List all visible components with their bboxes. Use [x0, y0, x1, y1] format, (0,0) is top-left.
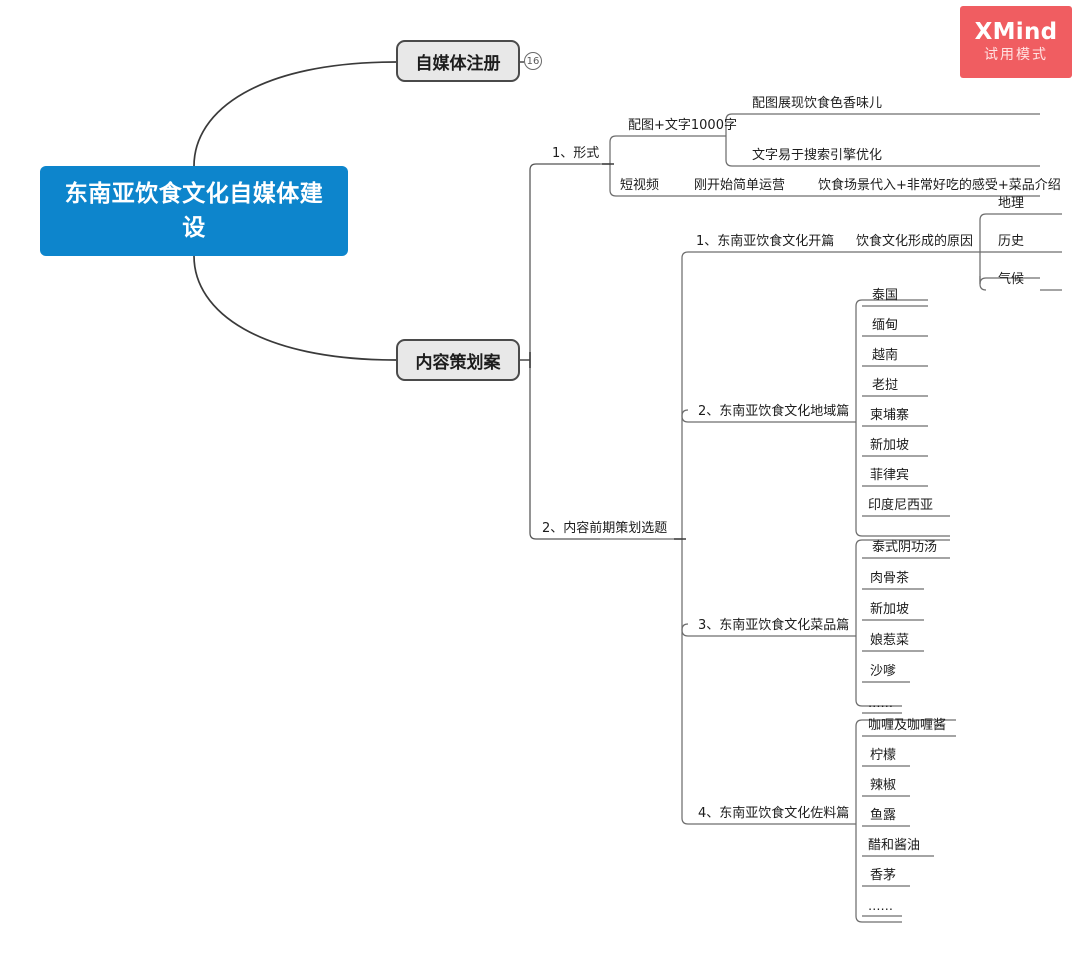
branch-content-plan[interactable]: 内容策划案	[396, 339, 520, 381]
branch-media-registration-label: 自媒体注册	[415, 53, 501, 74]
node-section-dishes[interactable]: 3、东南亚饮食文化菜品篇	[698, 618, 850, 633]
node-condiment-lemongrass[interactable]: 香茅	[870, 868, 897, 883]
node-form[interactable]: 1、形式	[552, 146, 600, 161]
xmind-watermark-subtitle: 试用模式	[984, 47, 1048, 63]
node-country-philippines[interactable]: 菲律宾	[870, 468, 910, 483]
node-reasons-of-food-culture[interactable]: 饮食文化形成的原因	[856, 234, 974, 249]
node-dish-nyonya[interactable]: 娘惹菜	[870, 633, 910, 648]
node-form-child-short-video[interactable]: 短视频	[620, 178, 660, 193]
node-country-laos[interactable]: 老挝	[872, 378, 899, 393]
node-dish-more[interactable]: ……	[868, 695, 893, 710]
xmind-watermark-title: XMind	[974, 19, 1058, 45]
node-dish-bak-kut-teh[interactable]: 肉骨茶	[870, 571, 910, 586]
node-dish-satay[interactable]: 沙嗲	[870, 664, 897, 679]
node-condiment-more[interactable]: ……	[868, 898, 893, 913]
xmind-watermark: XMind 试用模式	[960, 6, 1072, 78]
node-section-condiments[interactable]: 4、东南亚饮食文化佐料篇	[698, 806, 850, 821]
node-country-indonesia[interactable]: 印度尼西亚	[868, 498, 934, 513]
node-image-shows-flavor[interactable]: 配图展现饮食色香味儿	[752, 96, 883, 111]
root-node-label: 东南亚饮食文化自媒体建设	[64, 181, 324, 241]
branch-media-registration[interactable]: 自媒体注册	[396, 40, 520, 82]
node-country-vietnam[interactable]: 越南	[872, 348, 899, 363]
node-condiment-vinegar-soy[interactable]: 醋和酱油	[868, 838, 921, 853]
node-reason-geography[interactable]: 地理	[998, 196, 1025, 211]
node-country-cambodia[interactable]: 柬埔寨	[870, 408, 910, 423]
node-reason-climate[interactable]: 气候	[998, 272, 1025, 287]
node-simple-operation-at-first[interactable]: 刚开始简单运营	[694, 178, 786, 193]
node-condiment-lemon[interactable]: 柠檬	[870, 748, 897, 763]
node-country-thailand[interactable]: 泰国	[872, 288, 899, 303]
node-content-planning-topics[interactable]: 2、内容前期策划选题	[542, 521, 668, 536]
node-section-opening[interactable]: 1、东南亚饮食文化开篇	[696, 234, 835, 249]
node-condiment-chili[interactable]: 辣椒	[870, 778, 897, 793]
branch-content-plan-label: 内容策划案	[415, 352, 501, 373]
node-condiment-curry[interactable]: 咖喱及咖喱酱	[868, 718, 947, 733]
node-condiment-fish-sauce[interactable]: 鱼露	[870, 808, 897, 823]
node-scene-taste-dish-intro[interactable]: 饮食场景代入+非常好吃的感受+菜品介绍	[818, 178, 1061, 193]
node-section-regions[interactable]: 2、东南亚饮食文化地域篇	[698, 404, 850, 419]
node-text-seo-friendly[interactable]: 文字易于搜索引擎优化	[752, 148, 883, 163]
node-country-myanmar[interactable]: 缅甸	[872, 318, 899, 333]
marker-badge-16: 16	[524, 52, 542, 70]
root-node[interactable]: 东南亚饮食文化自媒体建设	[40, 166, 348, 256]
node-form-child-image-text[interactable]: 配图+文字1000字	[628, 118, 737, 133]
node-dish-singapore[interactable]: 新加坡	[870, 602, 910, 617]
node-country-singapore[interactable]: 新加坡	[870, 438, 910, 453]
node-reason-history[interactable]: 历史	[998, 234, 1025, 249]
node-dish-tom-yum[interactable]: 泰式阴功汤	[872, 540, 938, 555]
